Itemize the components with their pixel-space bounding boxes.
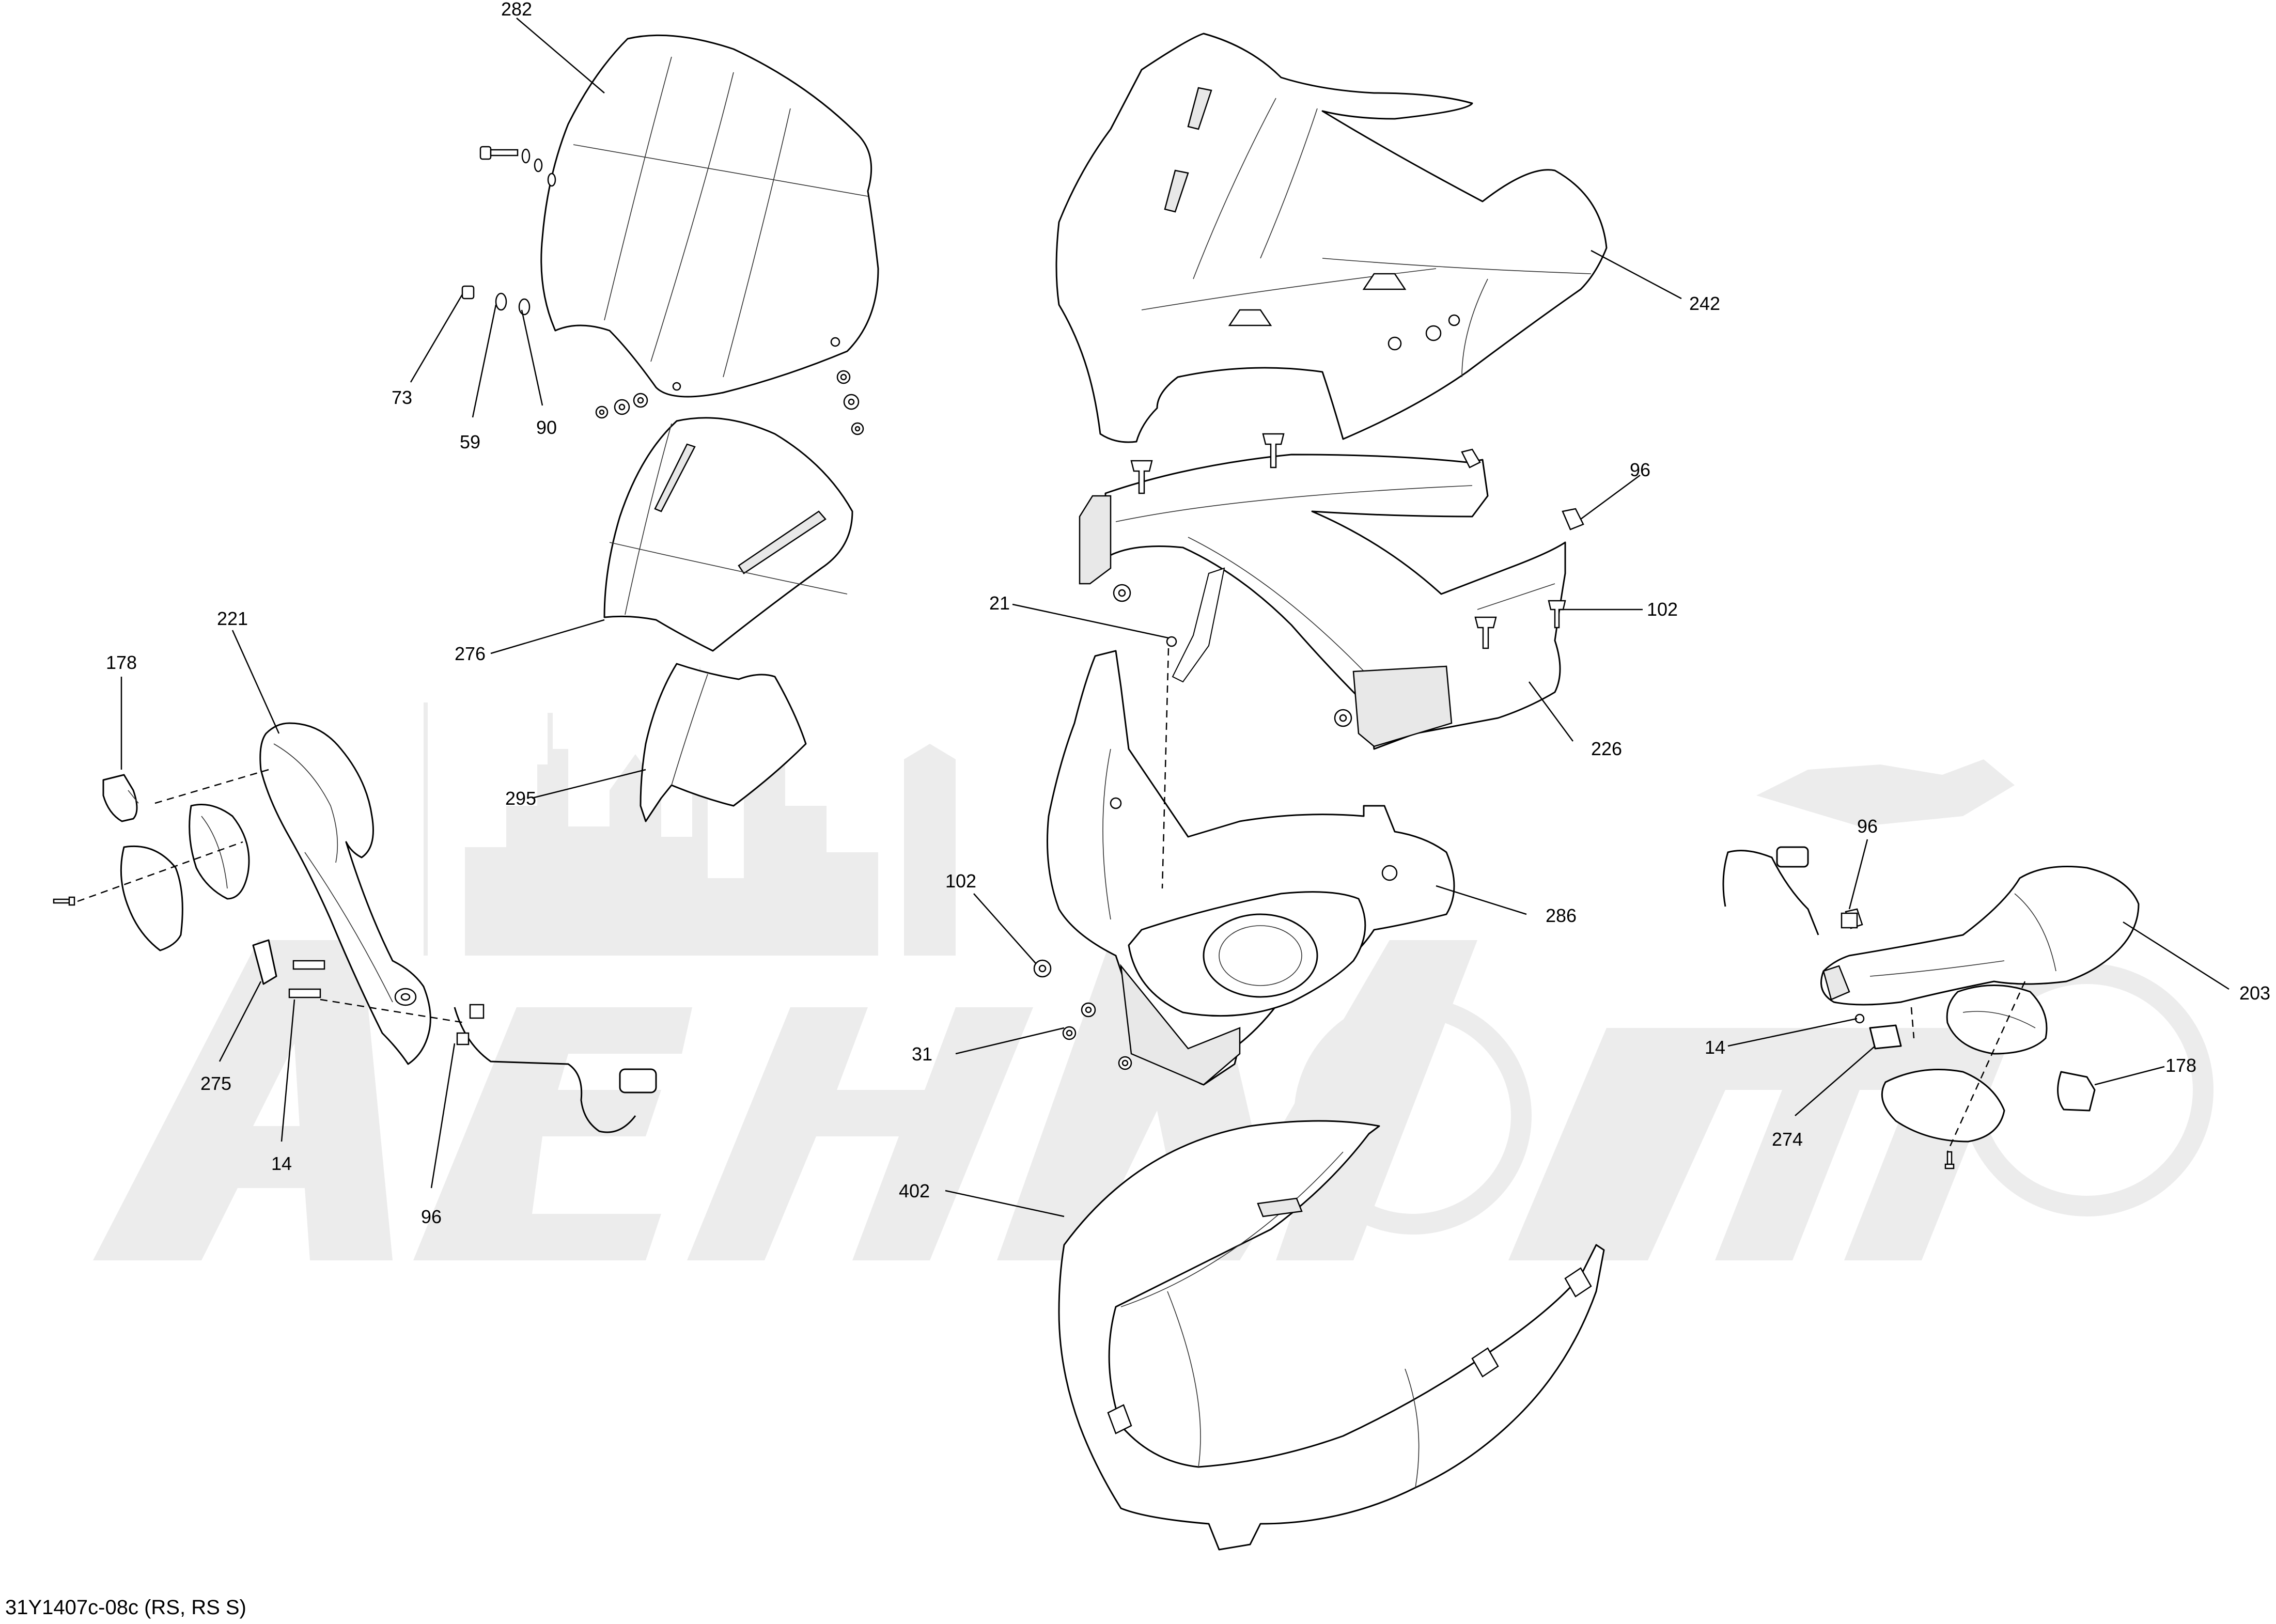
- callout-242: 242: [1689, 293, 1720, 314]
- callout-402: 402: [899, 1180, 930, 1201]
- callout-178-right: 178: [2165, 1055, 2196, 1076]
- part-295-panel: [640, 663, 807, 822]
- callout-226: 226: [1591, 738, 1622, 759]
- clip-icon: [1130, 433, 1566, 649]
- part-402-lower-fairing: [1058, 1120, 1605, 1551]
- part-276-deflector: [603, 417, 853, 652]
- part-221-left-mirror: [259, 722, 431, 1065]
- bolt-icon: [1113, 584, 1352, 727]
- part-left-signal-lens: [120, 845, 183, 951]
- callout-96-right: 96: [1857, 816, 1878, 837]
- part-282-windshield: [540, 34, 879, 398]
- callout-295: 295: [505, 788, 536, 809]
- part-203-right-mirror: [1820, 866, 2140, 1006]
- part-left-signal-housing: [189, 804, 250, 900]
- callout-96-top: 96: [1630, 459, 1650, 480]
- part-right-signal-lens: [1881, 1069, 2005, 1143]
- callout-21: 21: [989, 592, 1010, 614]
- part-274-right-reflector: [1869, 1024, 1902, 1050]
- left-assembly-lines: [77, 769, 465, 1024]
- leader-lines: [120, 18, 2230, 1217]
- callout-59: 59: [460, 431, 480, 452]
- callout-73: 73: [392, 387, 412, 408]
- callout-282: 282: [501, 0, 532, 20]
- callout-14-left: 14: [271, 1153, 292, 1174]
- callout-90: 90: [536, 417, 557, 438]
- screw-icon: [1944, 1151, 1955, 1169]
- part-286-headlight-housing: [1047, 650, 1455, 1086]
- part-226-bracket: [1079, 454, 1566, 750]
- screw-icon: [53, 896, 75, 906]
- callout-275: 275: [200, 1073, 231, 1094]
- diagram-caption: 31Y1407c-08c (RS, RS S): [5, 1596, 246, 1619]
- part-96-left-harness: [454, 1004, 657, 1133]
- part-14-left-pins: [288, 960, 325, 998]
- callout-14-right: 14: [1705, 1037, 1725, 1058]
- hardware-housing-fasteners: [1033, 959, 1132, 1070]
- callout-102-mid: 102: [945, 870, 976, 892]
- callout-178-left: 178: [106, 652, 137, 673]
- screw-icon: [479, 146, 556, 187]
- callout-102-top: 102: [1647, 599, 1678, 620]
- right-assembly-lines: [1910, 981, 2026, 1152]
- nut-icon: [595, 370, 864, 435]
- part-178-left-bulb: [102, 774, 139, 822]
- hardware-windshield-screws: [461, 146, 864, 435]
- callout-96-left: 96: [421, 1206, 442, 1227]
- part-178-right-bulb: [2057, 1071, 2096, 1112]
- callout-labels: 282 242 73 59 90 276 295 221 178 275 14 …: [106, 0, 2270, 1227]
- screw-icon: [461, 285, 531, 316]
- part-right-signal-housing: [1946, 985, 2048, 1055]
- callout-221: 221: [217, 608, 248, 629]
- assembly-line: [1161, 648, 1170, 889]
- callout-31: 31: [912, 1043, 932, 1065]
- watermark: [93, 666, 2213, 1260]
- part-275-left-reflector: [252, 939, 277, 985]
- callout-276: 276: [455, 643, 486, 664]
- part-242-upper-fairing: [1055, 33, 1608, 443]
- screw-icon: [1033, 959, 1132, 1070]
- callout-274: 274: [1772, 1129, 1803, 1150]
- callout-203: 203: [2239, 982, 2270, 1004]
- part-96-right-harness: [1722, 846, 1858, 935]
- callout-286: 286: [1546, 905, 1577, 926]
